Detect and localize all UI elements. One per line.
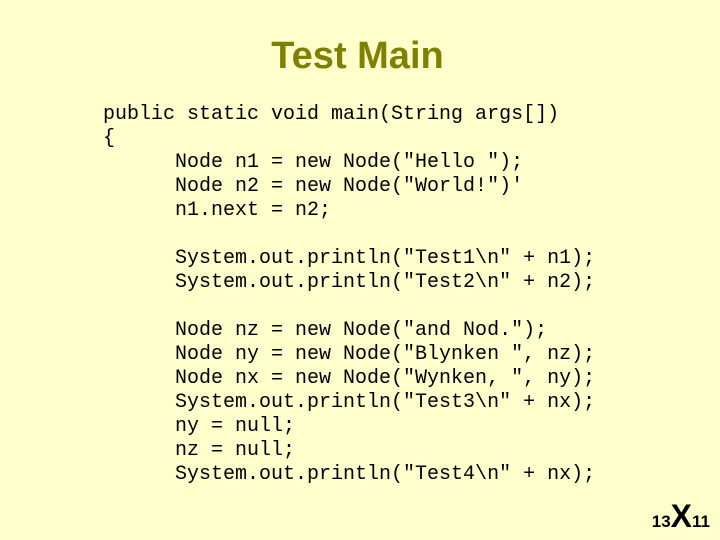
code-line: { <box>103 127 116 150</box>
code-line <box>103 223 595 247</box>
code-line: ny = null; <box>103 415 296 438</box>
code-line <box>103 295 595 319</box>
code-line: Node n2 = new Node("World!")' <box>103 175 524 198</box>
code-line: Node nz = new Node("and Nod."); <box>103 319 548 342</box>
code-line: System.out.println("Test2\n" + n2); <box>103 271 596 294</box>
slide-number-badge: 13 X 11 <box>652 500 710 532</box>
code-line: Node n1 = new Node("Hello "); <box>103 151 524 174</box>
code-line: System.out.println("Test1\n" + n1); <box>103 247 596 270</box>
slide-number-right: 11 <box>692 512 710 531</box>
code-line: Node ny = new Node("Blynken ", nz); <box>103 343 596 366</box>
slide-number-left: 13 <box>651 512 671 531</box>
code-line: nz = null; <box>103 439 296 462</box>
code-line: public static void main(String args[]) <box>103 103 560 126</box>
slide-title: Test Main <box>271 35 444 77</box>
code-block: public static void main(String args[]) {… <box>103 103 595 487</box>
code-line: System.out.println("Test3\n" + nx); <box>103 391 596 414</box>
code-line: n1.next = n2; <box>103 199 332 222</box>
slide-number-mark: X <box>670 498 693 534</box>
code-line: Node nx = new Node("Wynken, ", ny); <box>103 367 596 390</box>
code-line: System.out.println("Test4\n" + nx); <box>103 463 596 486</box>
